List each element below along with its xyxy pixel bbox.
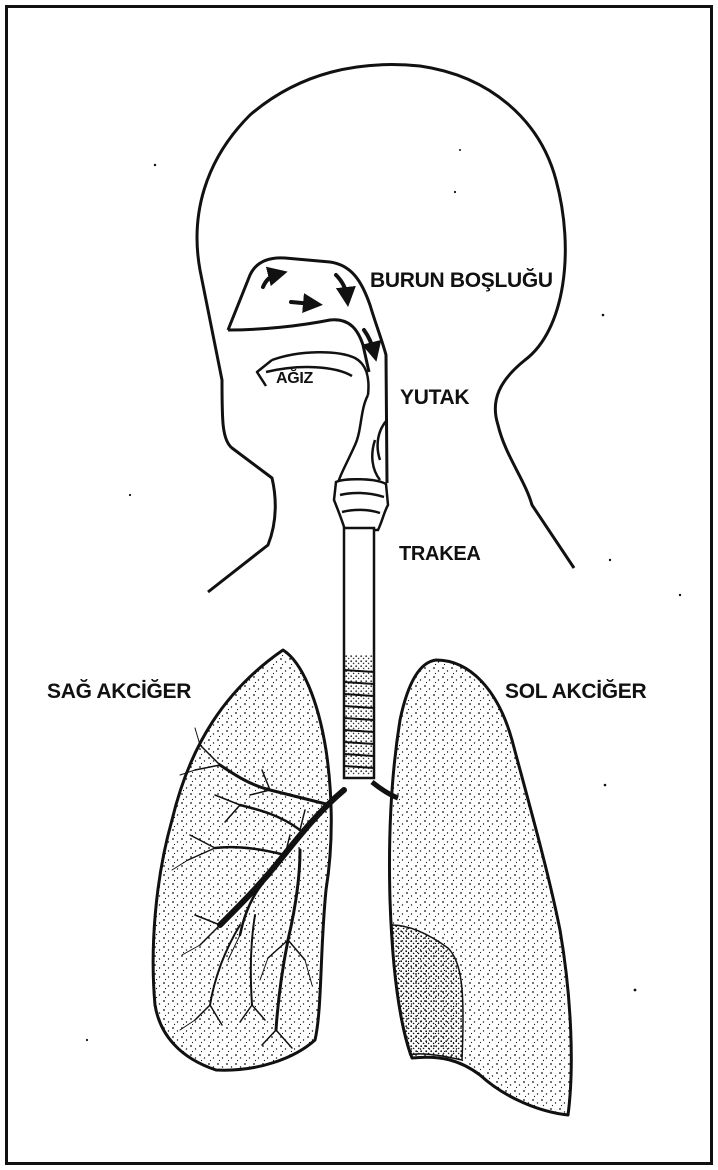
pharynx xyxy=(338,395,387,483)
airflow-arrows xyxy=(263,274,374,352)
pharynx-label: YUTAK xyxy=(400,386,469,410)
trachea-label: TRAKEA xyxy=(399,543,481,566)
left-lung-label: SOL AKCİĞER xyxy=(505,680,646,704)
trachea xyxy=(344,528,374,778)
mouth-label: AĞIZ xyxy=(276,370,313,388)
nasal-cavity-label: BURUN BOŞLUĞU xyxy=(370,269,553,293)
larynx xyxy=(334,479,388,530)
right-lung-label: SAĞ AKCİĞER xyxy=(47,680,191,704)
right-lung xyxy=(153,650,344,1070)
left-lung xyxy=(389,660,571,1115)
